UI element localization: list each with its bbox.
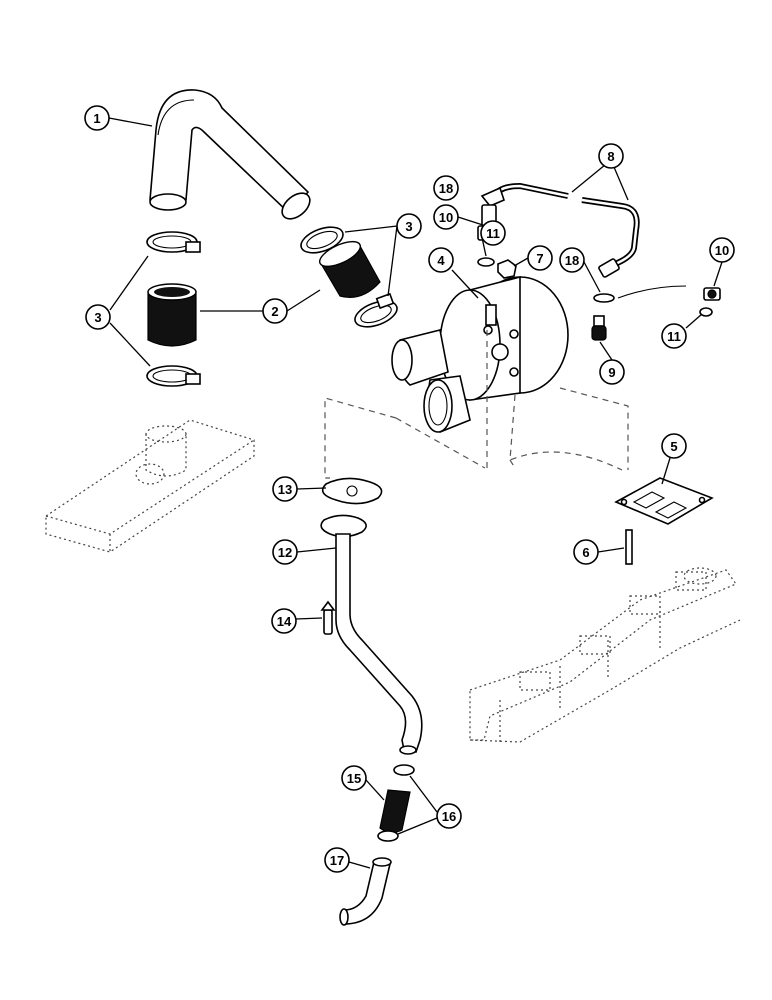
callout-7: 7 [527,245,553,271]
callout-15: 15 [341,765,367,791]
hose-clamp-left-bottom [146,365,201,387]
fitting-10b [703,287,721,301]
callout-5: 5 [661,433,687,459]
callout-7-label: 7 [536,251,543,266]
callout-12-label: 12 [278,545,292,560]
hose-clamp-right-bottom [354,292,398,328]
turbocharger [391,275,569,433]
elbow-tube-17 [339,857,392,926]
callout-14: 14 [271,608,297,634]
intake-manifold-ghost [45,419,255,553]
callout-1: 1 [84,105,110,131]
washer-11b [699,307,713,317]
callout-15-label: 15 [347,771,361,786]
connection-curve [617,285,687,299]
callout-3-left: 3 [85,304,111,330]
callout-18-left: 18 [433,175,459,201]
stud-6 [625,529,633,565]
washer-11a [477,257,495,267]
hose-right [319,240,381,298]
fitting-9 [591,315,607,341]
callout-1-label: 1 [93,111,100,126]
callout-11-left: 11 [480,220,506,246]
callout-11-left-label: 11 [486,226,500,241]
callout-11-right: 11 [661,323,687,349]
callout-2: 2 [262,298,288,324]
oil-return-tube-12 [320,514,423,755]
fitting-14 [320,600,336,635]
callout-12: 12 [272,539,298,565]
callout-6-label: 6 [582,545,589,560]
callout-6: 6 [573,539,599,565]
callout-5-label: 5 [670,439,677,454]
callout-10-right-label: 10 [715,243,729,258]
callout-10-left-label: 10 [439,210,453,225]
hose-15 [379,789,411,834]
hose-clamp-left-top [146,231,201,253]
hose-clamp-right-top [300,226,344,254]
callout-3-right: 3 [396,213,422,239]
exhaust-manifold-ghost [469,567,741,744]
hose-left [147,283,197,347]
callout-8: 8 [598,143,624,169]
callout-10-right: 10 [709,237,735,263]
callout-13-label: 13 [278,482,292,497]
callout-10-left: 10 [433,204,459,230]
assembly-lines [324,330,629,479]
nut-7 [497,259,517,279]
callout-16: 16 [436,803,462,829]
callout-3-left-label: 3 [94,310,101,325]
seal-18b [593,293,615,303]
hose-clamp-16-bottom [377,830,399,842]
callout-4-label: 4 [437,253,445,268]
callout-4: 4 [428,247,454,273]
callout-3-right-label: 3 [405,219,412,234]
callout-18-left-label: 18 [439,181,453,196]
hose-clamp-16-top [393,764,415,776]
exhaust-gasket [614,477,714,525]
callout-9-label: 9 [608,365,615,380]
callout-17: 17 [324,847,350,873]
callout-14-label: 14 [277,614,292,629]
callout-8-label: 8 [607,149,614,164]
callout-18-right: 18 [559,247,585,273]
callout-11-right-label: 11 [667,329,681,344]
callout-9: 9 [599,359,625,385]
callout-13: 13 [272,476,298,502]
callout-16-label: 16 [442,809,456,824]
elbow-air-tube [149,89,311,220]
flange-gasket-13 [321,477,383,505]
callout-2-label: 2 [271,304,278,319]
callout-18-right-label: 18 [565,253,579,268]
callout-17-label: 17 [330,853,344,868]
